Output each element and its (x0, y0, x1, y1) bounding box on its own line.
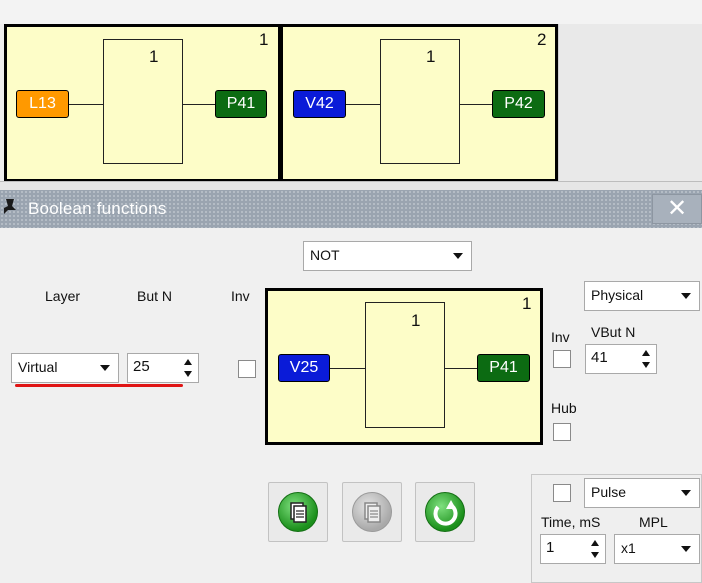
layer-select-value: Virtual (18, 359, 58, 375)
spin-up-icon[interactable] (591, 540, 599, 546)
preview-block-number: 1 (522, 294, 532, 313)
paste-button[interactable] (268, 482, 328, 542)
output-inv-label: Inv (551, 329, 570, 345)
pulse-checkbox[interactable] (553, 484, 571, 502)
block-number: 2 (537, 30, 547, 49)
chevron-down-icon (453, 253, 463, 259)
pulse-select-value: Pulse (591, 484, 627, 500)
output-tag[interactable]: P41 (215, 90, 267, 118)
gate-number: 1 (149, 47, 159, 66)
spin-down-icon[interactable] (591, 552, 599, 558)
gate-box[interactable] (103, 39, 183, 164)
inv-label: Inv (231, 288, 250, 304)
output-wire (445, 368, 477, 369)
panel-title: Boolean functions (28, 199, 167, 218)
output-tag[interactable]: P42 (492, 90, 545, 118)
panel-titlebar[interactable] (0, 190, 702, 228)
output-type-select[interactable]: Physical (584, 281, 700, 311)
red-underline (15, 384, 183, 387)
input-wire (330, 368, 365, 369)
butn-spinner[interactable]: 25 (127, 353, 199, 383)
inv-checkbox[interactable] (238, 360, 256, 378)
hub-label: Hub (551, 400, 577, 416)
chevron-down-icon (681, 546, 691, 552)
top-strip (0, 0, 702, 25)
function-select[interactable]: NOT (303, 241, 472, 271)
spin-down-icon[interactable] (642, 362, 650, 368)
spin-up-icon[interactable] (184, 359, 192, 365)
block-number: 1 (259, 30, 269, 49)
butn-value: 25 (133, 358, 150, 375)
mpl-select-value: x1 (621, 540, 636, 556)
layer-label: Layer (45, 288, 81, 304)
input-wire (346, 104, 380, 105)
function-select-value: NOT (310, 247, 340, 263)
paste-disabled-button[interactable] (342, 482, 402, 542)
preview-output-tag: P41 (477, 354, 530, 382)
hub-checkbox[interactable] (553, 423, 571, 441)
input-tag[interactable]: V42 (293, 90, 346, 118)
output-inv-checkbox[interactable] (553, 350, 571, 368)
chevron-down-icon (100, 365, 110, 371)
gate-box[interactable] (380, 39, 460, 164)
input-tag[interactable]: L13 (16, 90, 69, 118)
refresh-icon (425, 492, 465, 532)
output-wire (460, 104, 492, 105)
layer-select[interactable]: Virtual (11, 353, 119, 383)
vbutn-value: 41 (591, 349, 608, 366)
butn-label: But N (137, 288, 173, 304)
clipboard-disabled-icon (352, 492, 392, 532)
time-label: Time, mS (541, 514, 601, 530)
vbutn-label: VBut N (591, 324, 636, 340)
time-spinner[interactable]: 1 (540, 534, 606, 564)
gate-number: 1 (426, 47, 436, 66)
chevron-down-icon (681, 293, 691, 299)
mpl-label: MPL (639, 514, 668, 530)
input-wire (69, 104, 103, 105)
output-wire (183, 104, 215, 105)
output-type-value: Physical (591, 287, 644, 303)
preview-gate-number: 1 (411, 311, 421, 330)
spin-up-icon[interactable] (642, 350, 650, 356)
empty-block-slot[interactable] (558, 24, 702, 182)
time-value: 1 (546, 539, 555, 556)
chevron-down-icon (681, 490, 691, 496)
close-icon[interactable]: ✕ (652, 194, 702, 224)
spin-down-icon[interactable] (184, 371, 192, 377)
pin-icon[interactable] (2, 197, 20, 219)
pulse-select[interactable]: Pulse (584, 478, 700, 508)
vbutn-spinner[interactable]: 41 (585, 344, 657, 374)
mpl-select[interactable]: x1 (614, 534, 700, 564)
preview-input-tag: V25 (278, 354, 330, 382)
clipboard-icon (278, 492, 318, 532)
preview-gate-box (365, 302, 445, 428)
refresh-button[interactable] (415, 482, 475, 542)
